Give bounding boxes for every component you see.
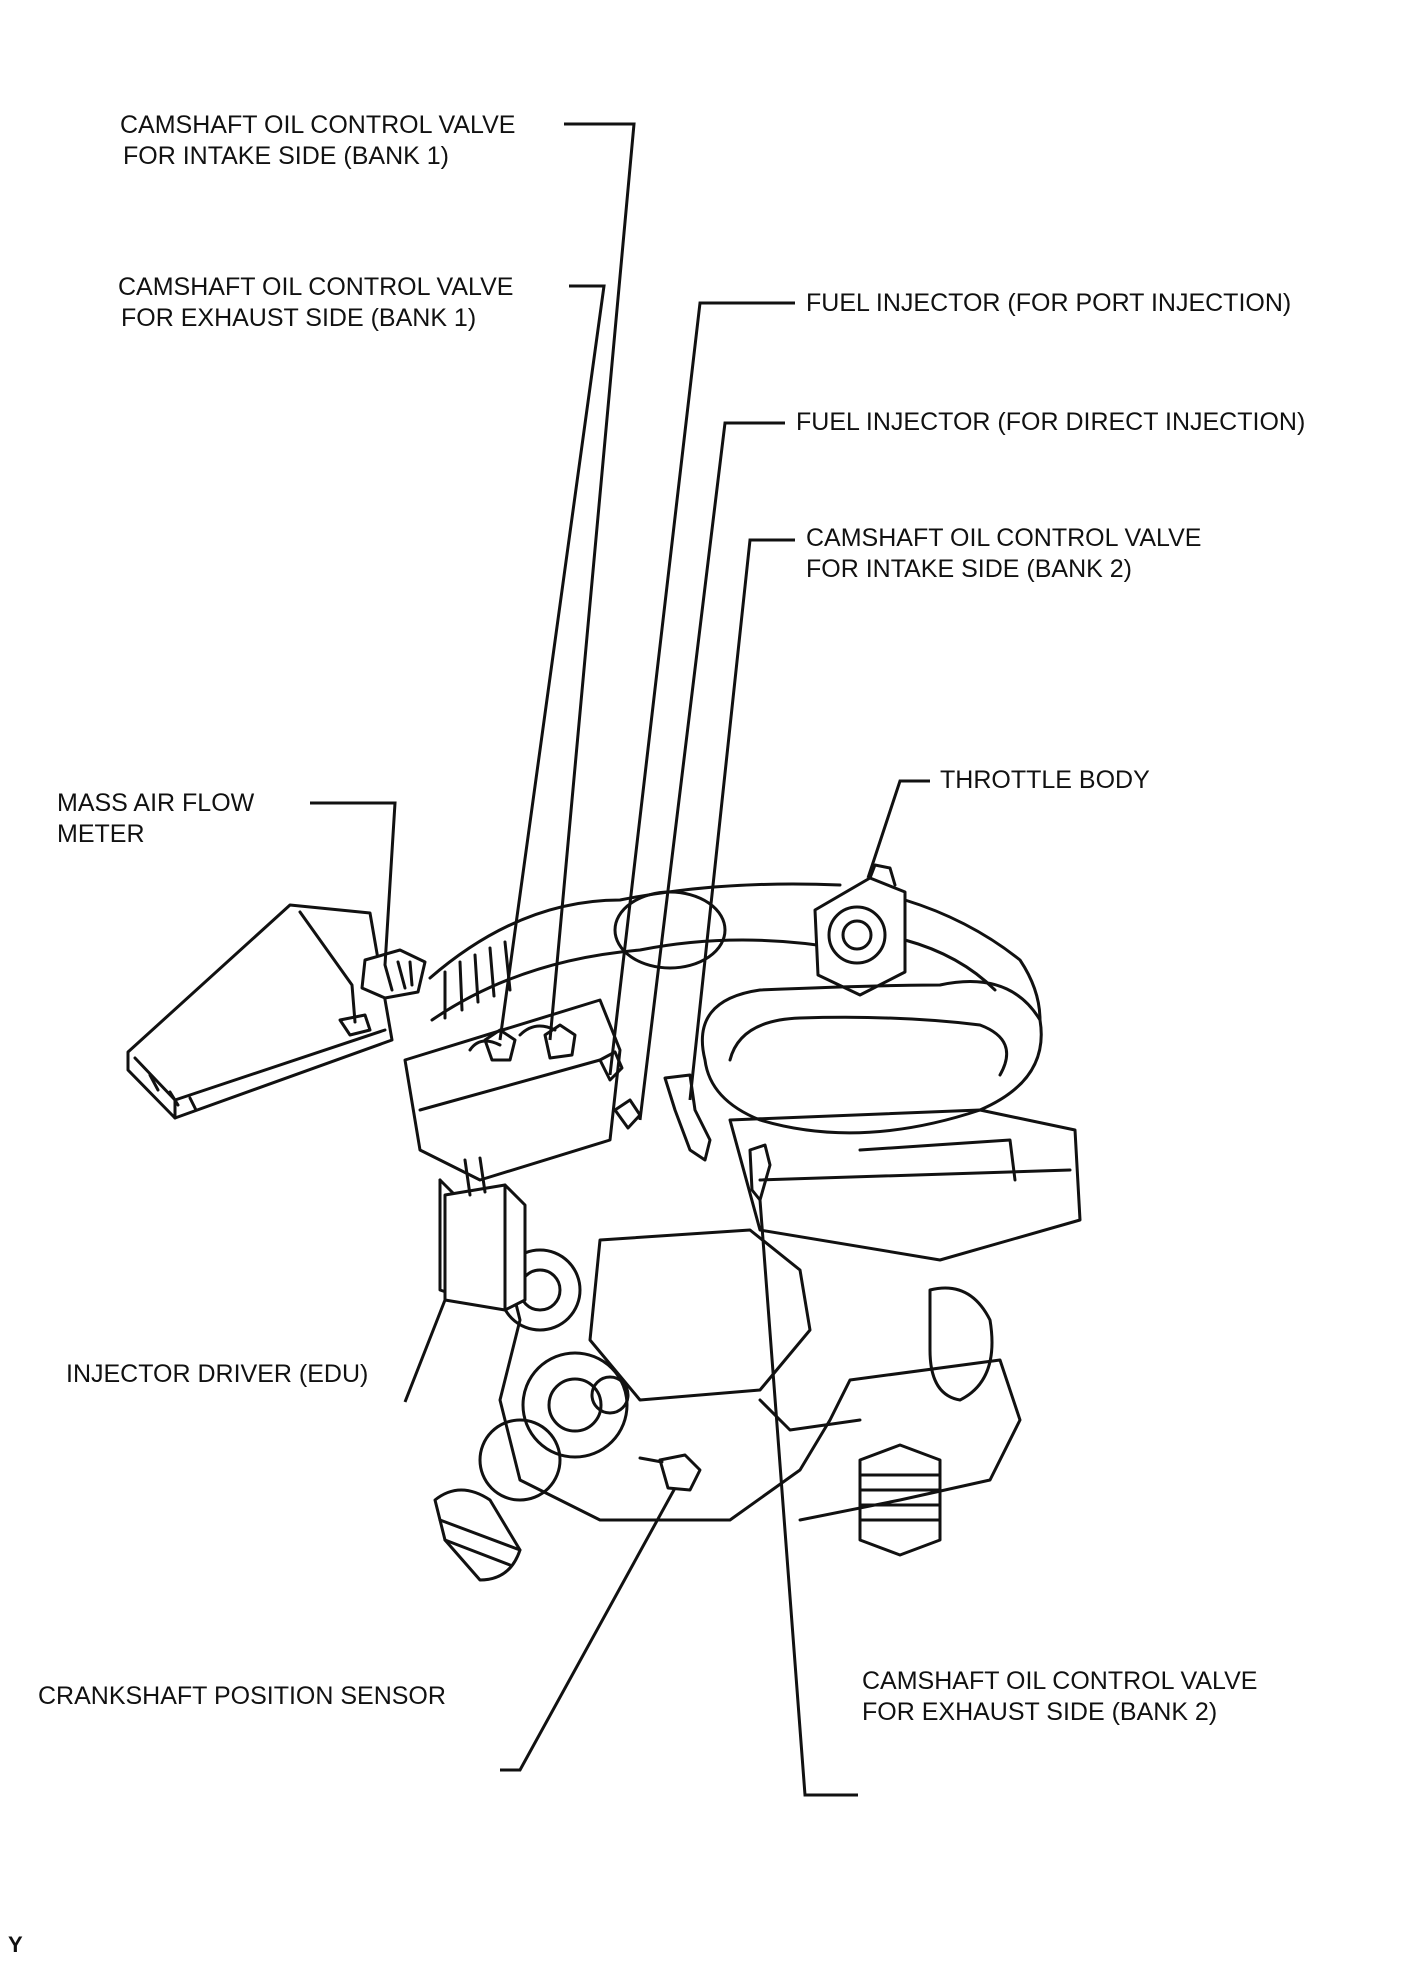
label-line: INJECTOR DRIVER (EDU) bbox=[66, 1360, 369, 1388]
label-line: CAMSHAFT OIL CONTROL VALVE bbox=[118, 273, 514, 301]
label-line: MASS AIR FLOW bbox=[57, 789, 255, 817]
label-line: METER bbox=[57, 820, 145, 848]
leader-cam-exhaust-b2 bbox=[758, 1199, 858, 1797]
label-line: FOR INTAKE SIDE (BANK 1) bbox=[123, 142, 449, 170]
crankshaft-sensor-part bbox=[638, 1453, 702, 1492]
injector-driver-part bbox=[443, 1156, 527, 1312]
leader-throttle bbox=[866, 779, 930, 879]
small-parts bbox=[483, 1023, 772, 1202]
leader-maf bbox=[310, 801, 397, 966]
label-throttle-body: THROTTLE BODY bbox=[940, 765, 1150, 796]
cylinder-head-bank1 bbox=[403, 998, 622, 1182]
air-cleaner-box bbox=[126, 903, 394, 1120]
label-cam-exhaust-bank1: CAMSHAFT OIL CONTROL VALVE FOR EXHAUST S… bbox=[118, 272, 513, 334]
label-line: FOR INTAKE SIDE (BANK 2) bbox=[806, 555, 1132, 583]
label-mass-air-flow-meter: MASS AIR FLOW METER bbox=[57, 788, 254, 850]
figure-code: Y bbox=[8, 1932, 23, 1957]
leader-fuel-direct bbox=[638, 421, 785, 1121]
leader-cam-intake-b1 bbox=[548, 122, 636, 1041]
label-cam-exhaust-bank2: CAMSHAFT OIL CONTROL VALVE FOR EXHAUST S… bbox=[862, 1666, 1257, 1728]
label-crankshaft-position-sensor: CRANKSHAFT POSITION SENSOR bbox=[38, 1681, 446, 1712]
engine-drawing bbox=[126, 863, 1082, 1582]
maf-sensor-part bbox=[360, 948, 427, 1000]
label-line: FOR EXHAUST SIDE (BANK 1) bbox=[121, 304, 477, 332]
label-fuel-injector-direct: FUEL INJECTOR (FOR DIRECT INJECTION) bbox=[796, 407, 1305, 438]
label-cam-intake-bank2: CAMSHAFT OIL CONTROL VALVE FOR INTAKE SI… bbox=[806, 523, 1201, 585]
starter bbox=[433, 1488, 522, 1582]
label-cam-intake-bank1: CAMSHAFT OIL CONTROL VALVE FOR INTAKE SI… bbox=[120, 110, 515, 172]
leader-edu bbox=[403, 1299, 447, 1403]
label-line: FOR EXHAUST SIDE (BANK 2) bbox=[862, 1698, 1218, 1726]
intake-duct bbox=[428, 882, 852, 1022]
intake-plenum bbox=[700, 898, 1043, 1135]
label-fuel-injector-port: FUEL INJECTOR (FOR PORT INJECTION) bbox=[806, 288, 1291, 319]
label-line: CRANKSHAFT POSITION SENSOR bbox=[38, 1682, 446, 1710]
label-line: FUEL INJECTOR (FOR PORT INJECTION) bbox=[806, 289, 1292, 317]
pulleys bbox=[478, 1248, 630, 1502]
label-line: CAMSHAFT OIL CONTROL VALVE bbox=[120, 111, 516, 139]
oil-filter bbox=[858, 1443, 942, 1557]
label-line: CAMSHAFT OIL CONTROL VALVE bbox=[806, 524, 1202, 552]
leader-cam-intake-b2 bbox=[688, 538, 795, 1101]
leader-crank bbox=[500, 1487, 677, 1772]
leader-lines bbox=[310, 122, 930, 1797]
label-line: CAMSHAFT OIL CONTROL VALVE bbox=[862, 1667, 1258, 1695]
label-line: FUEL INJECTOR (FOR DIRECT INJECTION) bbox=[796, 408, 1306, 436]
leader-fuel-port bbox=[608, 301, 795, 1076]
throttle-body-part bbox=[813, 863, 907, 997]
leader-cam-exhaust-b1 bbox=[498, 284, 606, 1041]
label-injector-driver: INJECTOR DRIVER (EDU) bbox=[66, 1359, 368, 1390]
engine-block bbox=[438, 1178, 1022, 1522]
cylinder-head-bank2 bbox=[728, 1108, 1082, 1262]
label-line: THROTTLE BODY bbox=[940, 766, 1150, 794]
